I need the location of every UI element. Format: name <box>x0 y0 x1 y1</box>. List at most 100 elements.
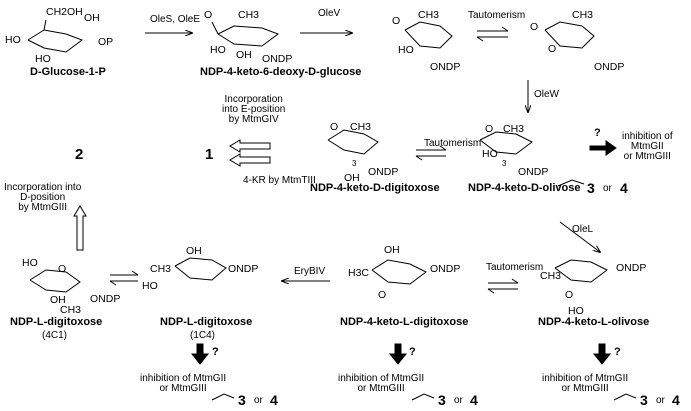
l-digitoxose-4c1-ring <box>29 269 81 293</box>
bold-arrow-down-2 <box>388 343 408 365</box>
diketo-O2: O <box>548 43 557 55</box>
keto-d-olivose-ring <box>479 131 533 155</box>
or-top: or <box>603 183 612 194</box>
kdo-ondp: ONDP <box>518 166 549 178</box>
diketo-O1: O <box>530 21 539 33</box>
enzyme-oles-olee: OleS, OleE <box>150 14 201 25</box>
ld4-ho: HO <box>22 257 38 269</box>
diketo-ondp: ONDP <box>594 61 625 73</box>
note-tautomerism-mid: Tautomerism <box>424 138 482 149</box>
kdo-ch3: CH3 <box>503 123 525 135</box>
question-mark-b2: ? <box>409 346 416 358</box>
kld-h3c: H3C <box>348 267 370 279</box>
enzyme-olel: OleL <box>572 224 594 235</box>
note-inhibition-b3: inhibition of MtmGII or MtmGIII <box>542 373 629 394</box>
label-keto-d-digitoxose: NDP-4-keto-D-digitoxose <box>310 182 440 194</box>
ring1-ch3: CH3 <box>238 9 260 21</box>
ld1-oh: OH <box>186 245 202 257</box>
hook-arrow-top <box>557 179 585 187</box>
kld-O: O <box>378 289 387 301</box>
equilibrium-middle <box>415 145 447 161</box>
kdo-ho: HO <box>482 148 498 160</box>
or-b3: or <box>656 395 665 406</box>
glucose-op: OP <box>98 36 114 48</box>
question-mark-b1: ? <box>212 346 219 358</box>
bold-arrow-down-3 <box>592 343 612 365</box>
kld-oh: OH <box>384 244 400 256</box>
enzyme-olev: OleV <box>318 8 341 19</box>
note-inhibition-b1: inhibition of MtmGII or MtmGIII <box>140 373 227 394</box>
note-incorporation-d: Incorporation into D-position by MtmGIII <box>4 182 82 213</box>
label-l-digitoxose-4c1: NDP-L-digitoxose <box>10 316 103 328</box>
product-4-b1: 4 <box>270 392 278 408</box>
kdd-pos3: 3 <box>352 159 357 168</box>
klo-ch3: CH3 <box>540 270 562 282</box>
label-keto-d-olivose: NDP-4-keto-D-olivose <box>468 182 581 194</box>
enol-ch3: CH3 <box>418 9 440 21</box>
diketo-ring <box>544 21 595 49</box>
product-1: 1 <box>205 146 214 163</box>
label-keto-l-olivose: NDP-4-keto-L-olivose <box>538 316 650 328</box>
equilibrium-bottom-left <box>109 270 139 286</box>
ld4-ondp: ONDP <box>90 293 121 305</box>
enzyme-erybiv: EryBIV <box>294 266 326 277</box>
ring1-ho: HO <box>210 44 226 56</box>
glucose-ch2oh: CH2OH <box>46 6 83 18</box>
hook-arrow-b1 <box>211 393 235 401</box>
enzyme-4kr: 4-KR by MtmTIII <box>243 175 316 186</box>
product-2: 2 <box>75 146 84 163</box>
bold-arrow-down-1 <box>190 343 210 365</box>
klo-ho: HO <box>568 305 584 317</box>
enzyme-olew: OleW <box>534 89 559 100</box>
ld1-ho: HO <box>142 280 158 292</box>
note-inhibition-top: inhibition of MtmGII or MtmGIII <box>622 131 673 162</box>
kdd-ondp: ONDP <box>368 166 399 178</box>
hollow-arrow-to-2 <box>73 205 87 251</box>
hook-arrow-b2 <box>411 393 435 401</box>
enol-ondp: ONDP <box>430 61 461 73</box>
kld-ondp: ONDP <box>430 263 461 275</box>
glucose-ho-bottom: HO <box>35 53 51 65</box>
ring1-oh: OH <box>236 49 252 61</box>
note-inhibition-b2: inhibition of MtmGII or MtmGIII <box>338 373 425 394</box>
ld1-ondp: ONDP <box>228 263 259 275</box>
kdd-oh: OH <box>344 172 360 184</box>
enol-O: O <box>392 15 401 27</box>
ld1-ch3: CH3 <box>150 263 172 275</box>
equilibrium-bottom-right <box>487 278 519 294</box>
ld4-O: O <box>58 263 67 275</box>
ld4-oh: OH <box>50 294 66 306</box>
product-4-b2: 4 <box>470 392 478 408</box>
glucose-ring <box>27 19 84 53</box>
arrow-olel <box>559 221 600 252</box>
product-3-b3: 3 <box>640 392 648 408</box>
glucose-ho-left: HO <box>5 34 21 46</box>
product-3-b1: 3 <box>238 392 246 408</box>
ld4-ch3: CH3 <box>60 304 82 316</box>
glucose-oh: OH <box>84 12 100 24</box>
label-keto-deoxy-glucose: NDP-4-keto-6-deoxy-D-glucose <box>200 66 362 78</box>
kdd-ch3: CH3 <box>350 121 372 133</box>
product-3-b2: 3 <box>438 392 446 408</box>
hook-arrow-b3 <box>613 393 637 401</box>
or-b1: or <box>254 395 263 406</box>
label-l-digitoxose-1c4: NDP-L-digitoxose <box>160 316 253 328</box>
note-incorporation-e: Incorporation into E-position by MtmGIV <box>222 94 286 125</box>
ring1-O: O <box>204 9 213 21</box>
l-digitoxose-1c4-ring <box>174 257 227 281</box>
enol-ring <box>404 21 453 49</box>
label-keto-l-digitoxose: NDP-4-keto-L-digitoxose <box>340 316 469 328</box>
keto-deoxy-glucose-ring <box>211 21 280 47</box>
enol-ho: HO <box>398 44 414 56</box>
equilibrium-top <box>476 26 509 42</box>
product-4-b3: 4 <box>672 392 680 408</box>
hollow-arrows-to-1 <box>229 139 271 167</box>
product-4-top: 4 <box>620 180 628 196</box>
conf-1c4: (1C4) <box>190 330 216 341</box>
conf-4c1: (4C1) <box>42 330 68 341</box>
keto-l-olivose-ring <box>554 259 608 283</box>
question-mark-top: ? <box>594 127 601 139</box>
keto-d-digitoxose-ring <box>327 129 379 155</box>
